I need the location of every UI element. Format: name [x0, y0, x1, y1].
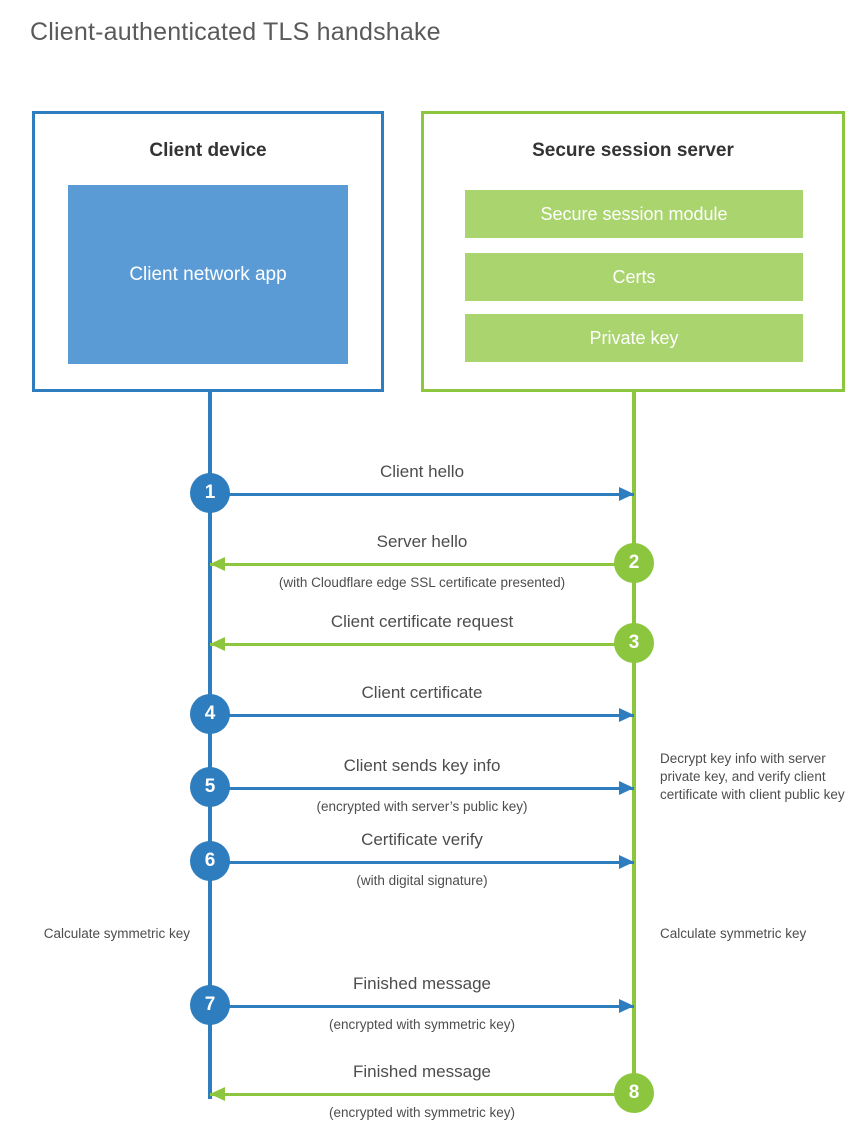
message-label-7: Finished message [353, 974, 491, 993]
message-label-5: Client sends key info [343, 756, 501, 775]
client-device-title: Client device [149, 140, 267, 161]
server-decrypt-note: Decrypt key info with server private key… [660, 751, 845, 802]
arrow-line-7 [210, 1005, 634, 1008]
message-label-2: Server hello [376, 532, 468, 551]
arrow-head-icon-5 [619, 781, 634, 795]
arrow-head-icon-3 [210, 637, 225, 651]
arrow-line-8 [210, 1093, 634, 1096]
message-sublabel-2: (with Cloudflare edge SSL certificate pr… [278, 575, 566, 590]
message-label-6: Certificate verify [361, 830, 483, 849]
secure-session-server-box: Secure session server Secure session mod… [421, 111, 845, 392]
message-sublabel-5: (encrypted with server’s public key) [316, 799, 528, 814]
message-label-3: Client certificate request [330, 612, 514, 631]
arrow-head-icon-8 [210, 1087, 225, 1101]
step-badge-8: 8 [614, 1073, 654, 1113]
secure-session-server-title: Secure session server [532, 140, 734, 161]
arrow-line-2 [210, 563, 634, 566]
client-device-box: Client device Client network app [32, 111, 384, 392]
arrow-head-icon-7 [619, 999, 634, 1013]
arrow-line-6 [210, 861, 634, 864]
message-sublabel-7: (encrypted with symmetric key) [328, 1017, 516, 1032]
arrow-head-icon-4 [619, 708, 634, 722]
arrow-line-1 [210, 493, 634, 496]
message-label-1: Client hello [379, 462, 465, 481]
arrow-line-3 [210, 643, 634, 646]
step-badge-1: 1 [190, 473, 230, 513]
arrow-head-icon-2 [210, 557, 225, 571]
client-network-app-block: Client network app [68, 185, 348, 364]
arrow-line-4 [210, 714, 634, 717]
page-title: Client-authenticated TLS handshake [30, 18, 441, 46]
server-calculate-symmetric-key-note: Calculate symmetric key [660, 926, 807, 941]
arrow-head-icon-6 [619, 855, 634, 869]
step-badge-3: 3 [614, 623, 654, 663]
client-calculate-symmetric-key-note: Calculate symmetric key [43, 926, 190, 941]
arrow-head-icon-1 [619, 487, 634, 501]
message-sublabel-6: (with digital signature) [356, 873, 488, 888]
step-badge-2: 2 [614, 543, 654, 583]
message-sublabel-8: (encrypted with symmetric key) [328, 1105, 516, 1120]
message-label-8: Finished message [353, 1062, 491, 1081]
server-component-private-key: Private key [465, 314, 803, 362]
step-badge-5: 5 [190, 767, 230, 807]
server-component-secure-session-module: Secure session module [465, 190, 803, 238]
server-lifeline [632, 392, 636, 1093]
message-label-4: Client certificate [361, 683, 483, 702]
step-badge-7: 7 [190, 985, 230, 1025]
client-lifeline [208, 392, 212, 1099]
step-badge-4: 4 [190, 694, 230, 734]
step-badge-6: 6 [190, 841, 230, 881]
server-component-certs: Certs [465, 253, 803, 301]
arrow-line-5 [210, 787, 634, 790]
